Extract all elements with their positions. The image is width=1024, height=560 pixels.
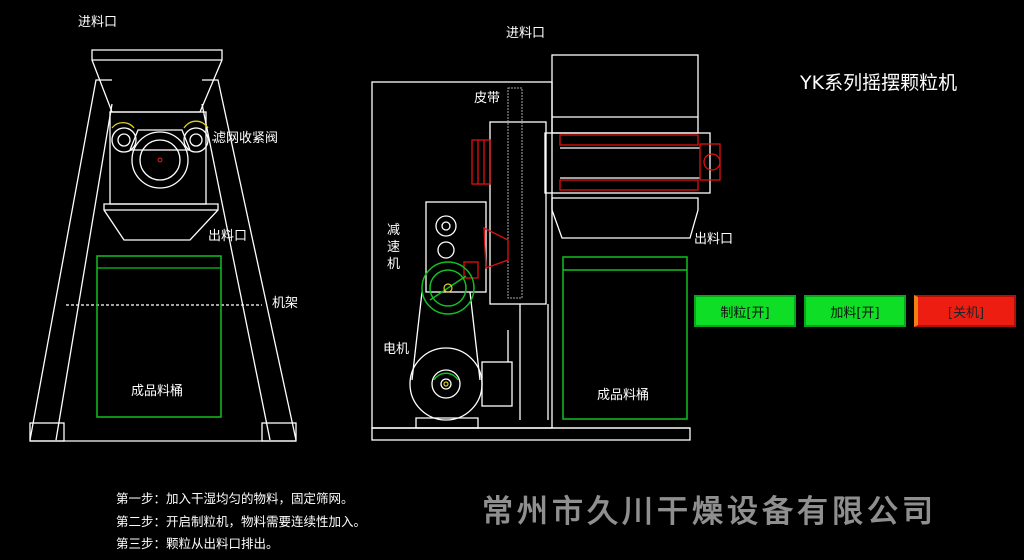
frame-label: 机架 (272, 296, 299, 311)
machine-title: YK系列摇摆颗粒机 (800, 72, 958, 94)
inlet-label-left: 进料口 (78, 15, 118, 30)
shutdown-label: [关机] (947, 305, 985, 321)
shutdown-button[interactable]: [关机] (914, 295, 1016, 327)
outlet-label-right: 出料口 (694, 232, 734, 247)
granulate-on-label: 制粒[开] (720, 305, 770, 321)
bucket-label-left: 成品料桶 (131, 384, 184, 399)
granulate-on-button[interactable]: 制粒[开] (694, 295, 796, 327)
company-name: 常州市久川干燥设备有限公司 (482, 494, 937, 530)
bucket-label-right: 成品料桶 (597, 388, 650, 403)
valve-label: 滤网收紧阀 (213, 131, 279, 146)
side-view-machine (371, 54, 711, 441)
green-parts (421, 256, 688, 420)
motor-label: 电机 (383, 342, 410, 357)
outlet-label-left: 出料口 (208, 229, 248, 244)
step-2: 第二步：开启制粒机，物料需要连续性加入。 (116, 513, 367, 529)
belt-label: 皮带 (474, 91, 501, 106)
reducer-label: 减 速 机 (387, 223, 401, 272)
step-3: 第三步：颗粒从出料口排出。 (116, 536, 279, 551)
front-view-machine (29, 49, 297, 442)
operation-steps: 第一步：加入干湿均匀的物料，固定筛网。 第二步：开启制粒机，物料需要连续性加入。… (116, 488, 366, 556)
feed-on-label: 加料[开] (830, 305, 880, 321)
step-1: 第一步：加入干湿均匀的物料，固定筛网。 (116, 491, 354, 506)
red-parts (463, 134, 721, 279)
feed-on-button[interactable]: 加料[开] (804, 295, 906, 327)
product-bucket-left (96, 255, 222, 418)
inlet-label-right: 进料口 (506, 26, 546, 41)
